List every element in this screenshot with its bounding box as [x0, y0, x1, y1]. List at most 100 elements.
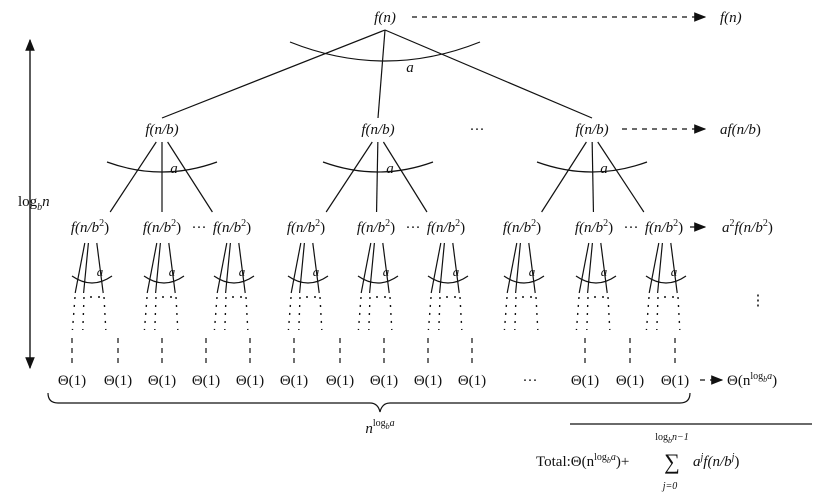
text-part: b — [763, 375, 767, 384]
level1-edge — [109, 141, 157, 213]
level2-edge — [299, 242, 305, 294]
leaf-ellipsis: ··· — [523, 373, 538, 389]
text-part: ) — [678, 220, 683, 236]
level2-node: f(n/b2) — [71, 218, 109, 236]
text-part: 2 — [315, 218, 320, 229]
leaf-node: Θ(1) — [58, 373, 86, 389]
level2-node: f(n/b2) — [503, 218, 541, 236]
level1-arc — [106, 161, 218, 173]
root-a-label: a — [406, 60, 414, 76]
text-part: Θ(1) — [326, 373, 354, 389]
text-part: j=0 — [661, 481, 678, 492]
level2-arc — [427, 275, 469, 284]
level2-node: f(n/b2) — [287, 218, 325, 236]
text-part: f(n) — [720, 10, 742, 26]
text-part: 2 — [241, 218, 246, 229]
level2-arc — [143, 275, 185, 284]
text-part: f(n/b — [427, 220, 456, 236]
level2-node: f(n/b2) — [213, 218, 251, 236]
level1-a-label: a — [600, 161, 608, 177]
level2-edge — [648, 242, 660, 294]
text-part: a — [97, 264, 104, 279]
level2-a-label: a — [97, 264, 104, 279]
text-part: a — [767, 371, 772, 382]
sum-term: ajf(n/bj) — [693, 452, 739, 470]
dotted-edge — [656, 296, 659, 331]
text-part: Θ(1) — [236, 373, 264, 389]
text-part: Θ(1) — [661, 373, 689, 389]
level2-ellipsis: ··· — [192, 220, 207, 236]
dotted-edge — [586, 296, 589, 331]
level1-ellipsis: ··· — [470, 122, 485, 138]
leaf-node: Θ(1) — [414, 373, 442, 389]
leaf-node: Θ(1) — [280, 373, 308, 389]
level1-a-label: a — [386, 161, 394, 177]
text-part: 2 — [99, 218, 104, 229]
text-part: a — [600, 161, 608, 177]
level2-node: f(n/b2) — [575, 218, 613, 236]
text-part: b — [607, 456, 611, 465]
dotted-edge — [368, 296, 371, 331]
level2-edge — [238, 242, 246, 294]
text-part: a — [611, 452, 616, 463]
level1-node: f(n/b) — [145, 122, 178, 138]
text-part: 2 — [763, 218, 768, 229]
text-part: ∑ — [664, 449, 680, 474]
text-part: a — [390, 418, 395, 429]
text-part: ) — [176, 220, 181, 236]
dotted-edge — [677, 296, 681, 331]
text-part: f(n/b — [735, 220, 764, 236]
text-part: a — [313, 264, 320, 279]
level2-sum: a2f(n/b2) — [722, 218, 773, 236]
level2-arc — [357, 275, 399, 284]
text-part: a — [601, 264, 608, 279]
text-part: Θ(1) — [280, 373, 308, 389]
level1-arc — [536, 161, 648, 173]
level2-a-label: a — [601, 264, 608, 279]
sigma: ∑ — [664, 449, 680, 474]
leaf-node: Θ(1) — [616, 373, 644, 389]
text-part: ) — [246, 220, 251, 236]
level1-node: f(n/b) — [361, 122, 394, 138]
level2-edge — [225, 242, 231, 294]
text-part: f(n/b) — [575, 122, 608, 138]
level2-edge — [515, 242, 521, 294]
level2-node: f(n/b2) — [427, 218, 465, 236]
level1-arc — [322, 161, 434, 173]
text-part: n — [365, 421, 373, 437]
leaf-node: Θ(1) — [104, 373, 132, 389]
text-part: j — [730, 452, 735, 463]
sum-lower-limit: j=0 — [661, 481, 678, 492]
leaf-node: Θ(1) — [148, 373, 176, 389]
text-part: ) — [536, 220, 541, 236]
dotted-edge — [154, 296, 157, 331]
dotted-edge — [224, 296, 227, 331]
text-part: a — [386, 161, 394, 177]
text-part: Total:Θ(n — [536, 454, 595, 470]
height-label: logbn — [18, 194, 50, 213]
level1-edge — [591, 141, 595, 213]
text-part: ) — [320, 220, 325, 236]
root-edge — [161, 29, 386, 119]
level2-node: f(n/b2) — [645, 218, 683, 236]
level2-ellipsis: ··· — [406, 220, 421, 236]
text-part: f(n/b — [703, 454, 732, 470]
level2-a-label: a — [383, 264, 390, 279]
root-node: f(n) — [374, 10, 396, 26]
level2-edge — [657, 242, 663, 294]
text-part: Θ(1) — [148, 373, 176, 389]
text-part: Θ(n — [727, 373, 751, 389]
level2-edge — [290, 242, 302, 294]
level1-edge — [325, 141, 373, 213]
level2-arc — [71, 275, 113, 284]
dotted-edge — [71, 296, 76, 331]
dotted-edge — [298, 296, 301, 331]
text-part: log — [655, 432, 668, 443]
dotted-edge — [175, 296, 179, 331]
text-part: log — [750, 371, 763, 382]
root-edge — [384, 29, 593, 119]
text-part: 2 — [673, 218, 678, 229]
level2-arc — [213, 275, 255, 284]
text-part: Θ(1) — [571, 373, 599, 389]
width-label: nlogba — [365, 418, 394, 437]
